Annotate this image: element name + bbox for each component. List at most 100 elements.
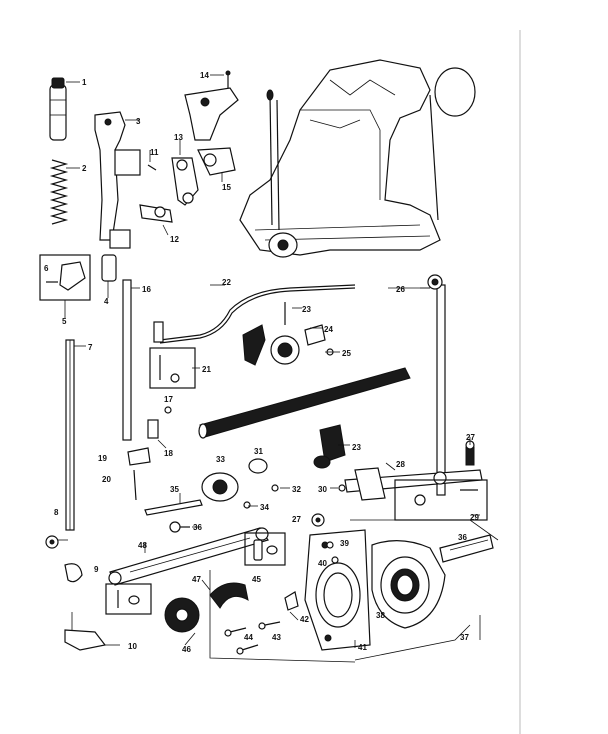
callout-6: 6 bbox=[44, 264, 49, 273]
callout-1: 1 bbox=[82, 78, 87, 87]
part-35-rod bbox=[144, 499, 203, 516]
part-33-eccentric bbox=[201, 424, 346, 502]
callout-4: 4 bbox=[104, 297, 109, 306]
callout-30: 30 bbox=[318, 485, 327, 494]
part-12-shaft bbox=[139, 204, 173, 223]
callout-5: 5 bbox=[62, 317, 67, 326]
part-46-bobbin-case bbox=[164, 597, 200, 633]
part-1-cap bbox=[49, 77, 80, 141]
callout-3: 3 bbox=[136, 117, 141, 126]
callout-16: 16 bbox=[142, 285, 151, 294]
callout-13: 13 bbox=[174, 133, 183, 142]
callout-9: 9 bbox=[94, 565, 99, 574]
part-box-right bbox=[244, 532, 286, 566]
leader-lines bbox=[144, 74, 480, 648]
callout-40: 40 bbox=[318, 559, 327, 568]
part-30-screw bbox=[338, 484, 346, 492]
callout-27a: 27 bbox=[466, 433, 475, 442]
callout-23a: 23 bbox=[302, 305, 311, 314]
part-28-rockshaft bbox=[344, 467, 483, 501]
part-34-screw bbox=[243, 501, 251, 509]
part-38-hook-housing bbox=[371, 540, 446, 629]
callout-2: 2 bbox=[82, 164, 87, 173]
callout-34: 34 bbox=[260, 503, 269, 512]
callout-27b: 27 bbox=[292, 515, 301, 524]
callout-18: 18 bbox=[164, 449, 173, 458]
part-5-6-box bbox=[39, 254, 91, 318]
part-24-cam bbox=[242, 324, 326, 366]
callout-43: 43 bbox=[272, 633, 281, 642]
part-31-collar bbox=[248, 458, 268, 474]
part-18-clip bbox=[147, 419, 167, 449]
part-13-link bbox=[171, 157, 199, 206]
part-42-spring bbox=[284, 591, 299, 611]
callout-41: 41 bbox=[358, 643, 367, 652]
callout-10: 10 bbox=[128, 642, 137, 651]
callout-38: 38 bbox=[376, 611, 385, 620]
part-2-spring bbox=[49, 159, 80, 225]
part-32-screw bbox=[271, 484, 279, 492]
part-27b-screw bbox=[311, 513, 325, 527]
part-43-screw bbox=[258, 621, 281, 630]
callout-12: 12 bbox=[170, 235, 179, 244]
callout-20: 20 bbox=[102, 475, 111, 484]
callout-46: 46 bbox=[182, 645, 191, 654]
callout-19: 19 bbox=[98, 454, 107, 463]
part-48-link bbox=[108, 527, 269, 586]
part-45-driver bbox=[209, 582, 249, 609]
part-39-40-screws bbox=[326, 541, 339, 564]
part-20-pin bbox=[133, 469, 137, 501]
main-shaft bbox=[198, 367, 411, 439]
callout-36b: 36 bbox=[458, 533, 467, 542]
callout-17: 17 bbox=[164, 395, 173, 404]
callout-33: 33 bbox=[216, 455, 225, 464]
callout-29: 29 bbox=[470, 513, 479, 522]
part-box-left bbox=[105, 583, 152, 615]
callout-24: 24 bbox=[324, 325, 333, 334]
part-37-shaft bbox=[439, 534, 494, 563]
part-10-presser-foot bbox=[64, 612, 120, 651]
callout-32: 32 bbox=[292, 485, 301, 494]
part-41-plate bbox=[304, 529, 371, 651]
callout-23b: 23 bbox=[352, 443, 361, 452]
callout-45: 45 bbox=[252, 575, 261, 584]
part-16-rod bbox=[122, 279, 140, 441]
callout-47: 47 bbox=[192, 575, 201, 584]
callout-31: 31 bbox=[254, 447, 263, 456]
part-17-screw bbox=[164, 406, 172, 414]
part-21-box bbox=[149, 347, 196, 389]
callout-15: 15 bbox=[222, 183, 231, 192]
callout-7: 7 bbox=[88, 343, 93, 352]
callout-37: 37 bbox=[460, 633, 469, 642]
callout-35: 35 bbox=[170, 485, 179, 494]
part-8-screw bbox=[45, 535, 68, 549]
part-26-rod bbox=[420, 274, 446, 496]
callout-26: 26 bbox=[396, 285, 405, 294]
part-3-frame bbox=[94, 111, 141, 249]
callout-layer: 1 2 3 4 5 6 7 8 9 10 11 12 13 14 15 16 1… bbox=[44, 71, 479, 654]
part-22-wire bbox=[153, 284, 356, 344]
part-15-arm bbox=[197, 147, 236, 182]
part-44-screw bbox=[224, 627, 259, 655]
callout-22: 22 bbox=[222, 278, 231, 287]
part-11-screw bbox=[147, 164, 157, 171]
callout-44: 44 bbox=[244, 633, 253, 642]
part-9-clamp bbox=[64, 563, 83, 583]
part-4-guide bbox=[101, 254, 117, 298]
group-outline-lower bbox=[209, 519, 499, 663]
callout-14: 14 bbox=[200, 71, 209, 80]
part-14-crank bbox=[184, 70, 239, 141]
callout-11: 11 bbox=[150, 148, 159, 157]
callout-48: 48 bbox=[138, 541, 147, 550]
callout-42: 42 bbox=[300, 615, 309, 624]
part-36-screw bbox=[169, 521, 190, 533]
machine-frame bbox=[239, 59, 476, 258]
callout-36a: 36 bbox=[193, 523, 202, 532]
callout-21: 21 bbox=[202, 365, 211, 374]
callout-39: 39 bbox=[340, 539, 349, 548]
callout-28: 28 bbox=[396, 460, 405, 469]
part-19-bracket bbox=[127, 447, 151, 466]
callout-8: 8 bbox=[54, 508, 59, 517]
callout-25: 25 bbox=[342, 349, 351, 358]
